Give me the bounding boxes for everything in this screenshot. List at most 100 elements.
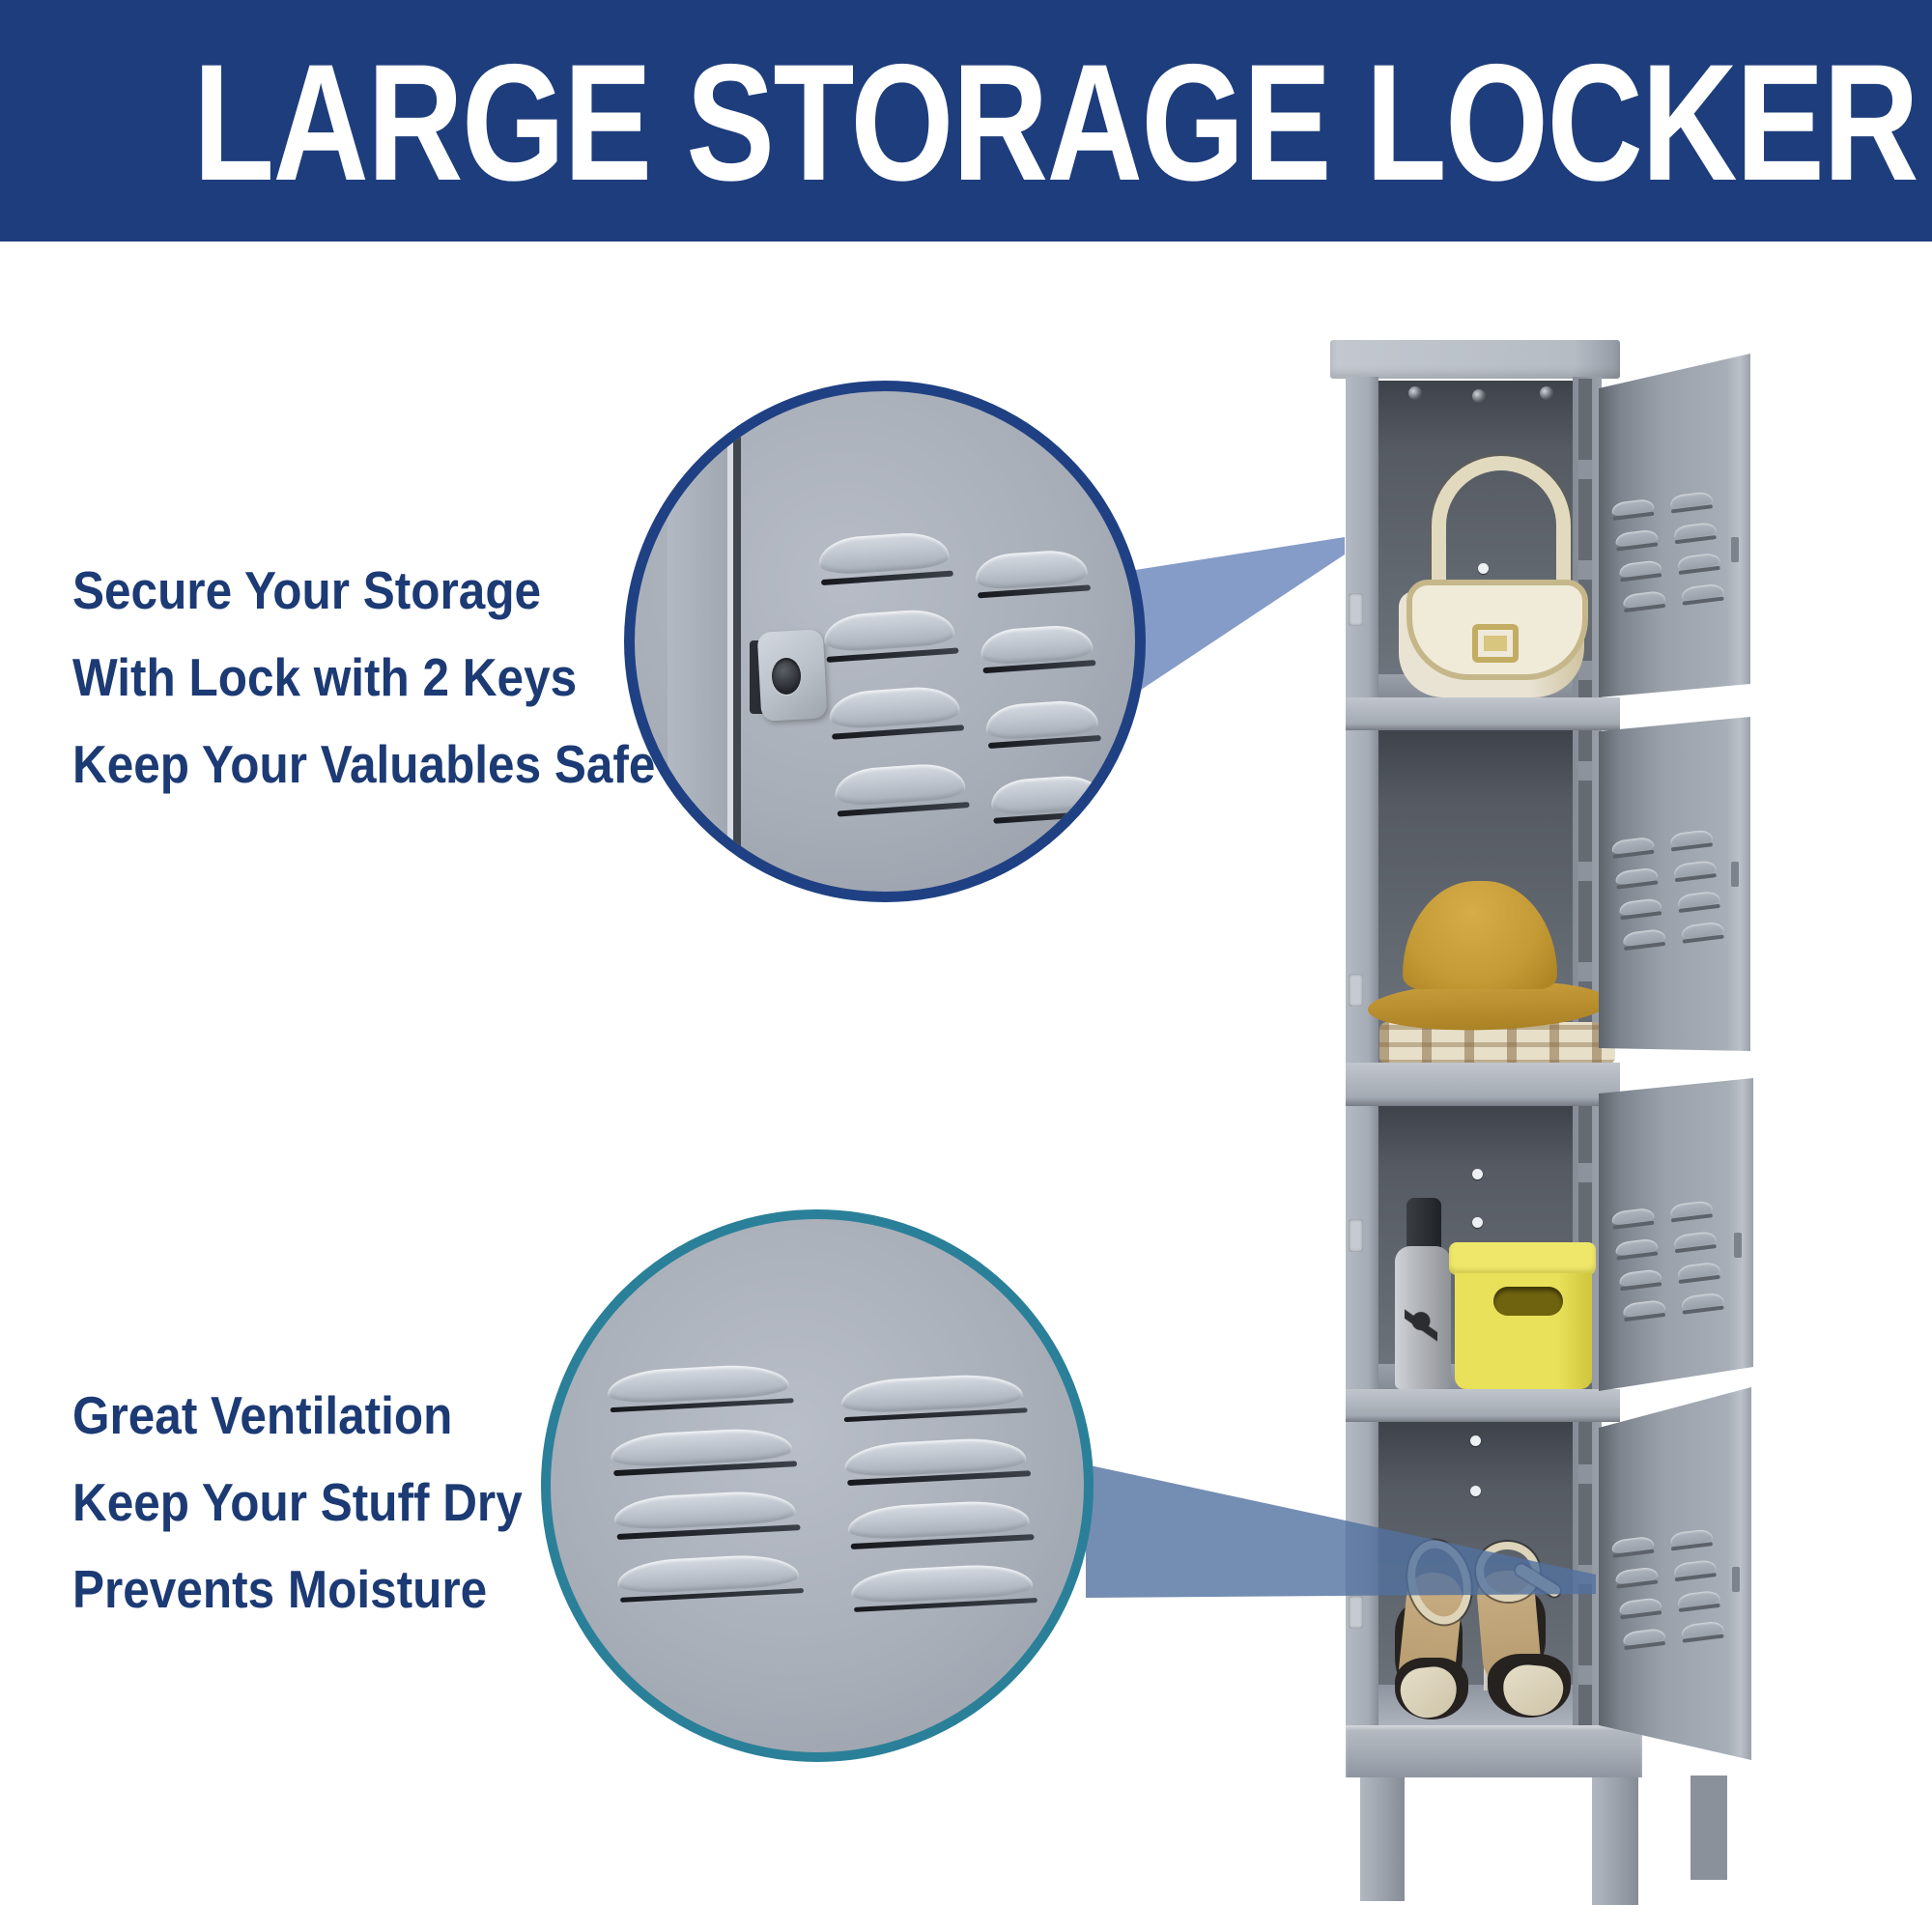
door-latch [1731, 537, 1739, 562]
door-vent-louver [1681, 582, 1727, 607]
shelf-divider [1346, 1063, 1620, 1106]
feature-line: Secure Your Storage [72, 560, 542, 620]
storage-box-handle-slot [1493, 1287, 1563, 1316]
vent-louver [828, 684, 968, 744]
door-vent-louver [1614, 528, 1661, 553]
vent-louver [850, 1562, 1043, 1616]
title-banner: LARGE STORAGE LOCKER [0, 0, 1932, 242]
folded-blanket [1379, 1022, 1615, 1065]
door-vent-louver [1618, 1597, 1664, 1621]
vent-louver [840, 1372, 1034, 1426]
door-vent-louver [1669, 1528, 1716, 1552]
door-vent-louver [1622, 928, 1668, 952]
vent-louver [980, 623, 1100, 677]
lock-hole [772, 658, 801, 695]
door-vent-louver [1677, 552, 1723, 576]
latch-tab [1349, 1596, 1363, 1629]
locker-left-frame [1346, 377, 1378, 1727]
callout-circle-vents [541, 1209, 1094, 1762]
door-gap-line [733, 391, 741, 892]
vent-louver [834, 761, 974, 821]
locker-door-4-open [1599, 1387, 1751, 1760]
locker-bottom-rail [1346, 1725, 1642, 1777]
screw-dot [1472, 1217, 1483, 1228]
door-vent-louver [1669, 491, 1716, 515]
vent-louver [613, 1489, 807, 1543]
door-vent-louver [1673, 1231, 1719, 1255]
door-vent-louver [1611, 497, 1658, 522]
door-vent-louver [1673, 522, 1719, 546]
vent-louver [607, 1362, 800, 1416]
storage-box-lid [1449, 1242, 1596, 1275]
door-vent-louver [1611, 1207, 1658, 1231]
feature-line: Keep Your Valuables Safe [72, 734, 656, 794]
screw-dot [1470, 1486, 1481, 1496]
vent-louver [990, 774, 1111, 828]
door-latch [1732, 1567, 1740, 1592]
door-vent-louver [1681, 1620, 1727, 1644]
door-vent-louver [1677, 1261, 1723, 1285]
latch-tab [1349, 593, 1363, 626]
door-vent-louver [1611, 1535, 1658, 1559]
feature-line: Keep Your Stuff Dry [72, 1472, 523, 1532]
handbag-buckle [1472, 624, 1519, 663]
door-vent-louver [1669, 1200, 1716, 1224]
door-vent-louver [1673, 1559, 1719, 1583]
latch-tab [1349, 974, 1363, 1007]
door-vent-louver [1622, 1299, 1668, 1323]
locker-door-3-open [1599, 1078, 1753, 1391]
door-vent-louver [1681, 921, 1727, 945]
bolt [1408, 386, 1422, 400]
door-vent-louver [1614, 867, 1661, 891]
vent-louver [817, 529, 957, 589]
feature-line: Prevents Moisture [72, 1559, 488, 1619]
vent-louver [984, 698, 1105, 753]
locker-leg-right [1592, 1777, 1638, 1905]
handbag-handle [1432, 456, 1571, 594]
door-vent-louver [1618, 897, 1664, 922]
door-vent-louver [1611, 836, 1658, 860]
locker-door-1-open [1599, 354, 1750, 697]
vent-louver [843, 1435, 1037, 1490]
page-title: LARGE STORAGE LOCKER [193, 30, 1919, 215]
bolt [1472, 389, 1486, 403]
door-latch [1731, 862, 1739, 887]
door-vent-louver [1681, 1292, 1727, 1316]
vent-louver [610, 1426, 803, 1480]
door-vent-louver [1614, 1237, 1661, 1262]
door-vent-louver [1673, 860, 1719, 884]
door-vent-louver [1614, 1566, 1661, 1590]
screw-dot [1472, 1169, 1483, 1179]
vent-louver [823, 607, 963, 667]
vent-louver [974, 548, 1094, 602]
handbag-flap [1406, 580, 1588, 680]
door-vent-louver [1618, 559, 1664, 583]
door-edge-highlight [727, 391, 733, 892]
feature-line: Great Ventilation [72, 1385, 453, 1445]
locker-door-2-open [1599, 717, 1750, 1051]
feature-line: With Lock with 2 Keys [72, 647, 578, 707]
door-vent-louver [1677, 1589, 1723, 1613]
locker-top-cap [1330, 340, 1620, 379]
vent-louver [847, 1498, 1040, 1552]
shelf-divider [1346, 1389, 1620, 1422]
locker-leg-left [1360, 1777, 1405, 1901]
feature-text-security: Secure Your Storage With Lock with 2 Key… [72, 547, 720, 808]
locker-leg-back [1690, 1776, 1727, 1880]
door-vent-louver [1618, 1268, 1664, 1293]
door-vent-louver [1677, 890, 1723, 914]
door-vent-louver [1622, 1628, 1668, 1652]
door-vent-louver [1669, 829, 1716, 853]
door-vent-louver [1622, 590, 1668, 614]
water-bottle-graphic [1405, 1304, 1437, 1347]
door-latch [1734, 1233, 1742, 1258]
bolt [1540, 386, 1553, 400]
water-bottle-cap [1406, 1198, 1441, 1252]
door-gap-shading [668, 391, 727, 892]
vent-louver [616, 1552, 810, 1606]
screw-dot [1470, 1435, 1481, 1446]
shelf-divider [1346, 697, 1620, 730]
feature-text-ventilation: Great Ventilation Keep Your Stuff Dry Pr… [72, 1372, 572, 1633]
